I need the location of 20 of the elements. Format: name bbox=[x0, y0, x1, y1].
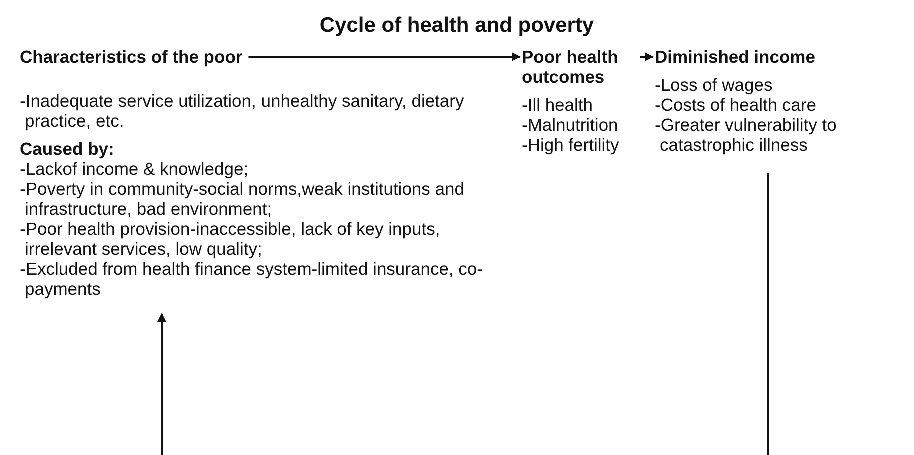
connector-line bbox=[767, 173, 769, 455]
list-item: -Poor health provision-inaccessible, lack of key inputs, irrelevant services, low quality; bbox=[20, 219, 442, 259]
list-item: -Excluded from health finance system-limited insurance, co-payments bbox=[20, 259, 484, 299]
column-heading: Poor health outcomes bbox=[522, 47, 620, 87]
column-heading: Characteristics of the poor bbox=[20, 47, 243, 67]
list-item: -Malnutrition bbox=[522, 115, 620, 135]
list-item: -Inadequate service utilization, unhealthy sanitary, dietary practice, etc. bbox=[20, 91, 466, 131]
list-item: -High fertility bbox=[522, 135, 620, 155]
arrow bbox=[158, 313, 166, 455]
section-heading: Caused by: bbox=[20, 139, 114, 159]
column-heading: Diminished income bbox=[655, 47, 816, 67]
list-item: -Poverty in community-social norms,weak institutions and infrastructure, bad environment; bbox=[20, 179, 466, 219]
list-item: -Lackof income & knowledge; bbox=[20, 159, 250, 179]
list-item: -Loss of wages bbox=[655, 75, 774, 95]
arrow bbox=[640, 52, 654, 62]
diagram-title: Cycle of health and poverty bbox=[318, 14, 596, 38]
list-item: -Ill health bbox=[522, 95, 594, 115]
arrow bbox=[248, 52, 521, 62]
list-item: -Costs of health care bbox=[655, 95, 818, 115]
list-item: -Greater vulnerability to catastrophic illness bbox=[655, 115, 838, 155]
